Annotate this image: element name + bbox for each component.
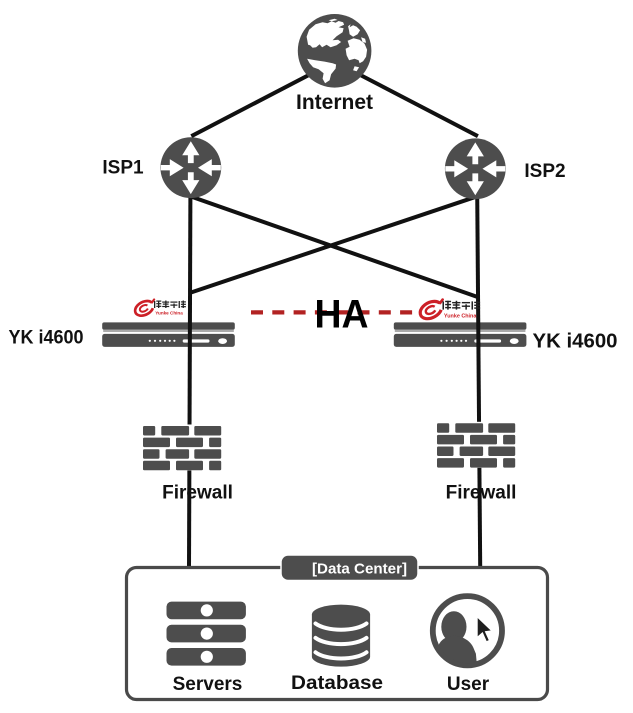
svg-text:HA: HA (315, 293, 369, 337)
svg-text:User: User (447, 674, 490, 695)
svg-text:YK i4600: YK i4600 (9, 328, 84, 349)
svg-text:Database: Database (291, 673, 383, 694)
svg-text:ISP1: ISP1 (102, 158, 144, 179)
svg-text:YK i4600: YK i4600 (533, 330, 618, 353)
svg-text:Firewall: Firewall (162, 483, 233, 504)
svg-text:ISP2: ISP2 (524, 161, 565, 182)
svg-text:Internet: Internet (296, 91, 373, 114)
svg-text:Servers: Servers (173, 674, 243, 695)
svg-text:[Data Center]: [Data Center] (312, 561, 407, 578)
